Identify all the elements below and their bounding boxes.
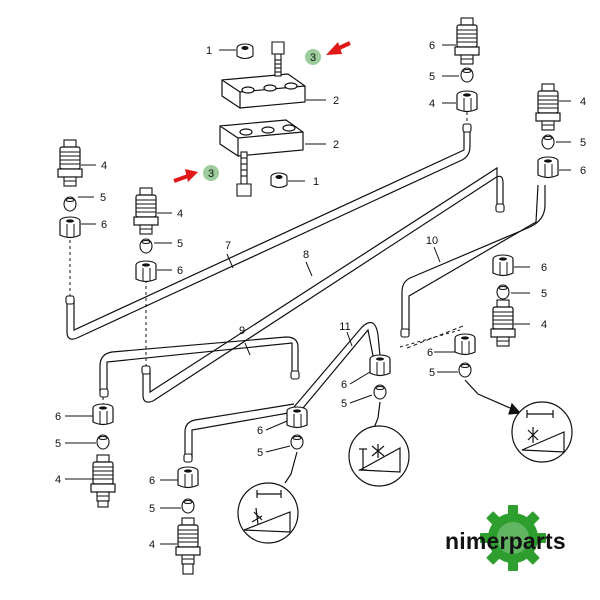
injector-symbol-3 (464, 379, 573, 463)
label-6-bottom-left: 6 (55, 411, 61, 423)
label-6-mid-left: 6 (177, 265, 183, 277)
clamp-nut-lower (270, 172, 288, 189)
highlight-circle-lower (203, 165, 219, 181)
label-5-bottom-mid: 5 (149, 503, 155, 515)
label-5-right-lower: 5 (429, 367, 435, 379)
guide-dashes (406, 325, 464, 349)
label-2-upper: 2 (333, 95, 339, 107)
label-8: 8 (303, 249, 309, 261)
highlight-circle-upper (305, 49, 321, 65)
clamp-lower (219, 119, 304, 157)
label-3-upper: 3 (310, 52, 316, 64)
guide-lines (69, 112, 468, 405)
pipe-7 (66, 128, 471, 340)
red-arrow-lower-icon (173, 169, 198, 183)
label-6-far-right: 6 (580, 165, 586, 177)
label-10: 10 (426, 235, 438, 247)
label-4-top-right: 4 (429, 98, 435, 110)
label-5-mid-left: 5 (177, 238, 183, 250)
label-5-center: 5 (341, 398, 347, 410)
pipe-8 (142, 166, 504, 403)
label-11: 11 (339, 321, 350, 333)
label-6-center-low: 6 (257, 425, 263, 437)
label-6-left: 6 (101, 219, 107, 231)
pipe-11 (293, 321, 381, 415)
label-1-upper: 1 (206, 45, 212, 57)
label-4-bottom-left: 4 (55, 474, 61, 486)
label-6-top-right: 6 (429, 40, 435, 52)
clamp-nut-upper (236, 43, 254, 60)
label-1-lower: 1 (313, 176, 319, 188)
label-5-left: 5 (100, 192, 106, 204)
label-6-bottom-mid: 6 (149, 475, 155, 487)
clamp-upper (221, 73, 306, 109)
label-5-center-low: 5 (257, 447, 263, 459)
label-7: 7 (225, 240, 231, 252)
pipe-9 (99, 336, 299, 458)
clamp-bolt-upper (271, 41, 285, 77)
label-4-far-right: 4 (580, 96, 586, 108)
label-9: 9 (239, 325, 245, 337)
label-5-right-mid: 5 (541, 288, 547, 300)
label-4-left: 4 (101, 160, 107, 172)
red-arrow-upper-icon (326, 41, 351, 55)
clamp-bolt-lower (236, 151, 252, 197)
label-6-right-lower: 6 (427, 347, 433, 359)
pipe-10 (401, 184, 546, 333)
brand-logo-text: nimerparts (445, 528, 566, 554)
label-4-right-mid: 4 (541, 319, 547, 331)
label-5-top-right: 5 (429, 71, 435, 83)
label-5-bottom-left: 5 (55, 438, 61, 450)
label-6-center: 6 (341, 379, 347, 391)
fitting-stems (97, 500, 194, 575)
label-3-lower: 3 (208, 168, 214, 180)
label-4-mid-left: 4 (177, 208, 183, 220)
injector-symbol-1 (237, 451, 299, 544)
injector-symbol-2 (348, 401, 410, 487)
gear-logo-icon (480, 505, 546, 571)
label-6-right-mid: 6 (541, 262, 547, 274)
label-5-far-right: 5 (580, 137, 586, 149)
label-2-lower: 2 (333, 139, 339, 151)
label-4-bottom-mid: 4 (149, 539, 155, 551)
leader-lines (65, 44, 571, 545)
callout-labels: 1 3 2 2 3 1 6 5 4 4 5 6 4 5 6 4 5 6 7 8 … (55, 40, 586, 551)
